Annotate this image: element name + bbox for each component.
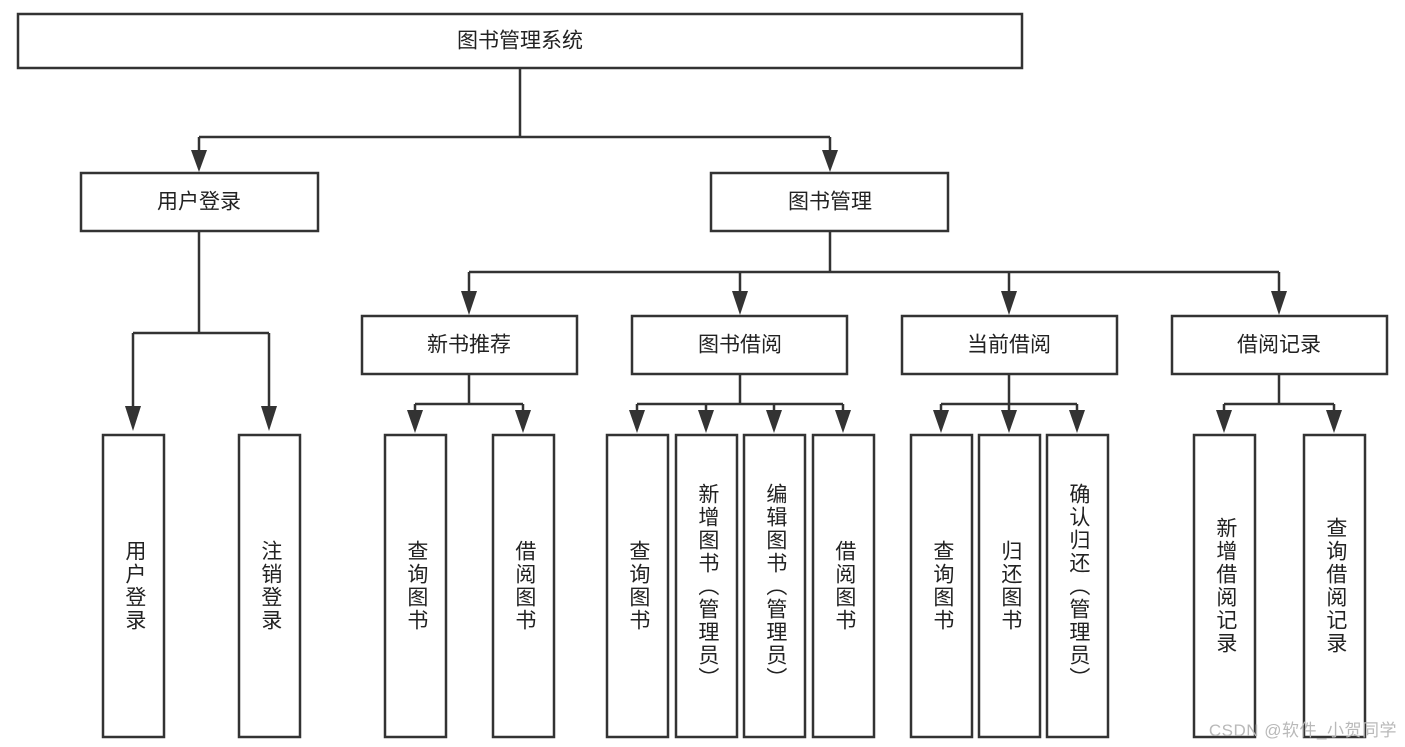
leaf-box-query-book-1[interactable] <box>383 433 448 739</box>
leaf-box-edit-book-admin[interactable] <box>742 433 807 739</box>
leaf-box-query-book-3[interactable] <box>909 433 974 739</box>
node-root-system-box[interactable] <box>16 12 1024 70</box>
watermark-text: CSDN @软件_小贺同学 <box>1208 721 1397 740</box>
arrow-new-leaf2-icon <box>515 410 531 433</box>
node-book-management-box[interactable] <box>709 171 950 233</box>
arrow-user-leaf1-icon <box>125 406 141 431</box>
node-book-borrow-label: 图书借阅 <box>698 334 782 357</box>
leaf-box-logout[interactable] <box>237 433 302 739</box>
node-book-management[interactable]: 图书管理 <box>709 171 950 233</box>
arrow-book-to-current-icon <box>1001 291 1017 315</box>
arrow-current-leaf2-icon <box>1001 410 1017 433</box>
node-borrow-record[interactable]: 借阅记录 <box>1170 314 1389 376</box>
arrow-user-leaf2-icon <box>261 406 277 431</box>
node-book-borrow-box[interactable] <box>630 314 849 376</box>
arrow-new-leaf1-icon <box>407 410 423 433</box>
node-book-management-label: 图书管理 <box>788 191 872 214</box>
node-new-book-recommend[interactable]: 新书推荐 <box>360 314 579 376</box>
leaf-box-query-borrow-record[interactable] <box>1302 433 1367 739</box>
leaf-box-add-book-admin[interactable] <box>674 433 739 739</box>
leaf-box-add-borrow-record[interactable] <box>1192 433 1257 739</box>
arrow-record-leaf1-icon <box>1216 410 1232 433</box>
arrow-root-to-user-icon <box>191 150 207 172</box>
arrow-borrow-leaf4-icon <box>835 410 851 433</box>
leaf-box-return-book[interactable] <box>977 433 1042 739</box>
leaf-box-query-book-2[interactable] <box>605 433 670 739</box>
node-current-borrow[interactable]: 当前借阅 <box>900 314 1119 376</box>
arrow-book-to-borrow-icon <box>732 291 748 315</box>
node-current-borrow-box[interactable] <box>900 314 1119 376</box>
arrow-book-to-record-icon <box>1271 291 1287 315</box>
arrow-current-leaf3-icon <box>1069 410 1085 433</box>
node-user-login[interactable]: 用户登录 <box>79 171 320 233</box>
node-new-book-recommend-label: 新书推荐 <box>427 334 511 357</box>
arrow-record-leaf2-icon <box>1326 410 1342 433</box>
arrow-current-leaf1-icon <box>933 410 949 433</box>
arrow-root-to-book-icon <box>822 150 838 172</box>
leaf-box-confirm-return-admin[interactable] <box>1045 433 1110 739</box>
arrow-borrow-leaf2-icon <box>698 410 714 433</box>
leaf-box-user-login[interactable] <box>101 433 166 739</box>
node-root-system-label: 图书管理系统 <box>457 30 583 53</box>
node-new-book-recommend-box[interactable] <box>360 314 579 376</box>
leaf-box-borrow-book-1[interactable] <box>491 433 556 739</box>
arrow-book-to-new-icon <box>461 291 477 315</box>
node-borrow-record-box[interactable] <box>1170 314 1389 376</box>
node-book-borrow[interactable]: 图书借阅 <box>630 314 849 376</box>
leaf-box-borrow-book-2[interactable] <box>811 433 876 739</box>
node-user-login-label: 用户登录 <box>157 191 241 214</box>
node-borrow-record-label: 借阅记录 <box>1237 334 1321 357</box>
arrow-borrow-leaf1-icon <box>629 410 645 433</box>
node-current-borrow-label: 当前借阅 <box>967 334 1051 357</box>
arrow-borrow-leaf3-icon <box>766 410 782 433</box>
node-root-system[interactable]: 图书管理系统 <box>16 12 1024 70</box>
